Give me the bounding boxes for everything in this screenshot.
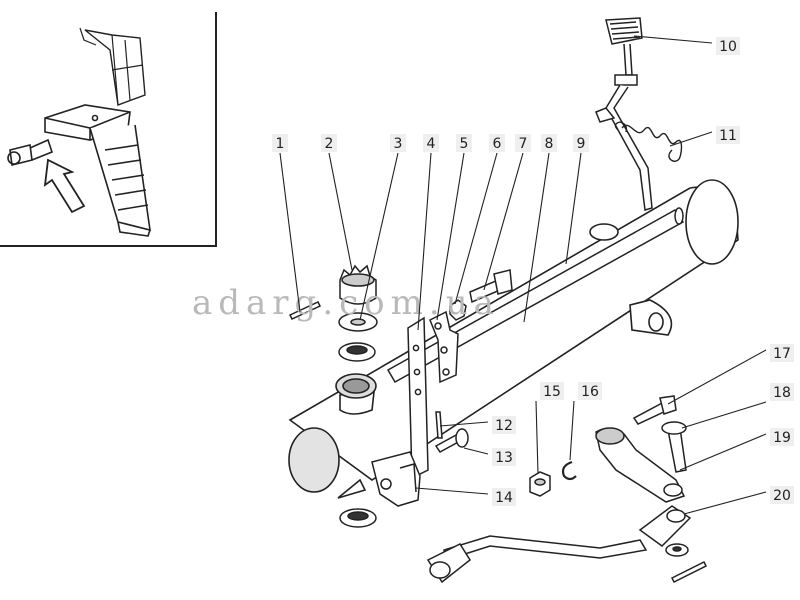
callout-number-9: 9 bbox=[577, 136, 586, 152]
callout-number-14: 14 bbox=[495, 490, 513, 506]
watermark: adarg.com.ua bbox=[192, 283, 500, 323]
callout-leader-17 bbox=[667, 349, 767, 405]
callout-badge-8 bbox=[541, 134, 557, 152]
callout-badge-2 bbox=[321, 134, 337, 152]
callout-badge-19 bbox=[770, 428, 794, 446]
callout-leader-14 bbox=[415, 487, 489, 495]
callout-leader-3 bbox=[359, 152, 399, 321]
callout-leader-19 bbox=[679, 433, 767, 471]
callout-leader-13 bbox=[463, 447, 489, 455]
callout-badge-10 bbox=[716, 37, 740, 55]
callout-leader-1 bbox=[279, 152, 301, 313]
callout-badge-14 bbox=[492, 488, 516, 506]
callout-badge-6 bbox=[489, 134, 505, 152]
callout-leader-15 bbox=[535, 400, 539, 475]
callout-number-11: 11 bbox=[719, 128, 737, 144]
callout-badge-5 bbox=[456, 134, 472, 152]
callout-number-8: 8 bbox=[545, 136, 554, 152]
callout-badge-7 bbox=[515, 134, 531, 152]
callout-number-13: 13 bbox=[495, 450, 513, 466]
callout-leader-4 bbox=[417, 152, 432, 331]
callout-number-18: 18 bbox=[773, 385, 791, 401]
callout-number-15: 15 bbox=[543, 384, 561, 400]
callout-number-7: 7 bbox=[519, 136, 528, 152]
callout-leader-18 bbox=[681, 401, 767, 429]
callout-number-17: 17 bbox=[773, 346, 791, 362]
inset-locator-view bbox=[0, 12, 217, 247]
callout-badge-13 bbox=[492, 448, 516, 466]
callout-badge-3 bbox=[390, 134, 406, 152]
tube-housing bbox=[288, 179, 739, 499]
callout-leader-12 bbox=[439, 421, 489, 427]
callout-number-1: 1 bbox=[276, 136, 285, 152]
callout-number-4: 4 bbox=[427, 136, 436, 152]
callout-leader-7 bbox=[483, 152, 524, 291]
callout-badge-16 bbox=[578, 382, 602, 400]
callout-number-19: 19 bbox=[773, 430, 791, 446]
inset-frame bbox=[0, 12, 217, 247]
inset-pointer-arrow bbox=[43, 158, 86, 214]
callout-leader-2 bbox=[328, 152, 353, 271]
callout-number-16: 16 bbox=[581, 384, 599, 400]
callout-leader-20 bbox=[683, 491, 767, 515]
callout-number-6: 6 bbox=[493, 136, 502, 152]
return-spring bbox=[614, 121, 683, 162]
shaft bbox=[386, 207, 685, 384]
callout-number-2: 2 bbox=[325, 136, 334, 152]
callout-leader-6 bbox=[454, 152, 498, 305]
callout-badge-9 bbox=[573, 134, 589, 152]
callout-badge-17 bbox=[770, 344, 794, 362]
callout-badge-4 bbox=[423, 134, 439, 152]
callout-number-12: 12 bbox=[495, 418, 513, 434]
callout-badge-1 bbox=[272, 134, 288, 152]
callout-leader-8 bbox=[523, 152, 550, 323]
callout-leaders bbox=[279, 35, 767, 515]
callout-number-3: 3 bbox=[394, 136, 403, 152]
callout-leader-5 bbox=[436, 152, 465, 321]
callout-number-5: 5 bbox=[460, 136, 469, 152]
callout-badge-15 bbox=[540, 382, 564, 400]
small-parts bbox=[288, 264, 513, 528]
callout-badge-18 bbox=[770, 383, 794, 401]
callout-badge-11 bbox=[716, 126, 740, 144]
callout-leader-11 bbox=[669, 131, 713, 147]
lower-linkage bbox=[426, 395, 708, 584]
callout-badge-20 bbox=[770, 486, 794, 504]
pedal-lever bbox=[595, 17, 653, 211]
callout-leader-10 bbox=[633, 35, 713, 44]
callout-leader-9 bbox=[565, 152, 582, 265]
callout-badge-12 bbox=[492, 416, 516, 434]
callout-number-20: 20 bbox=[773, 488, 791, 504]
callout-leader-16 bbox=[569, 400, 575, 461]
callout-number-10: 10 bbox=[719, 39, 737, 55]
